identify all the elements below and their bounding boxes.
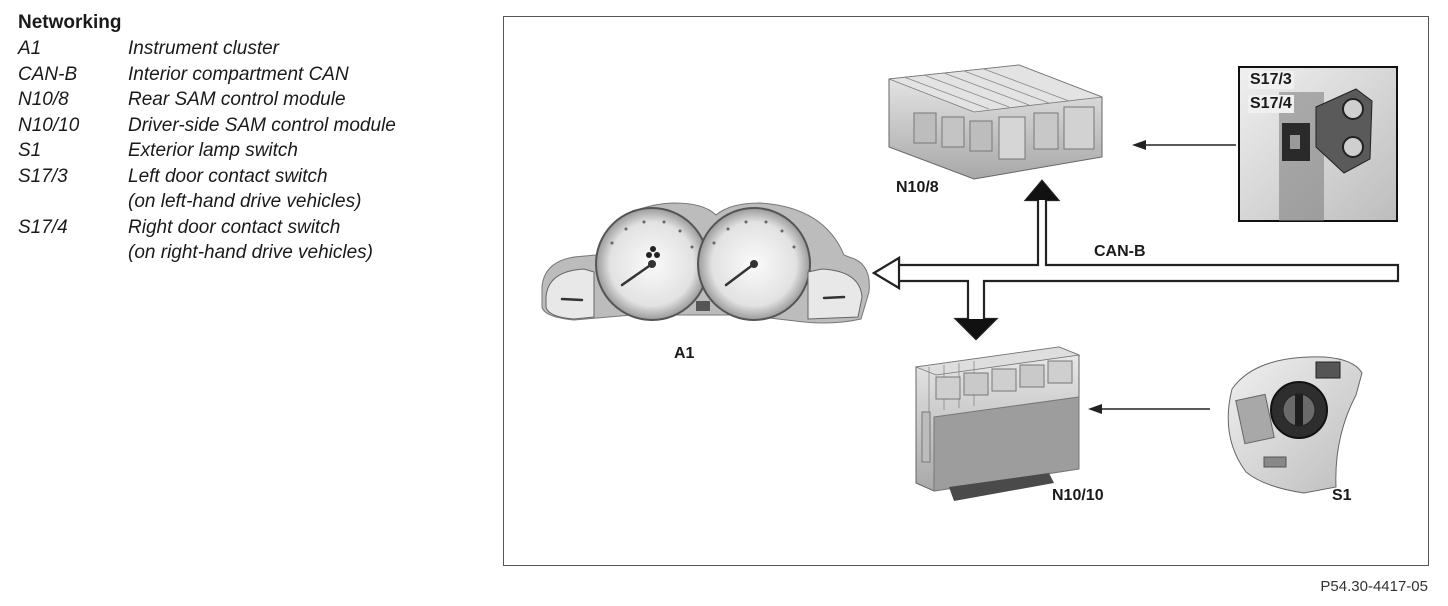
driver-sam-module-illustration bbox=[914, 346, 1081, 501]
legend-item-description: Right door contact switch (on right-hand … bbox=[128, 215, 488, 266]
legend-item-line: Exterior lamp switch bbox=[128, 140, 298, 161]
legend-item-code: S1 bbox=[18, 140, 42, 161]
door-contact-switch-photo bbox=[1238, 66, 1398, 222]
legend-item-code: S17/3 bbox=[18, 165, 68, 187]
legend-item-code: S17/4 bbox=[18, 216, 68, 238]
signal-arrow-s1-to-n10-10 bbox=[1088, 404, 1210, 414]
can-b-bus bbox=[871, 179, 1400, 341]
rear-sam-module-illustration bbox=[888, 64, 1103, 180]
legend-item-description: Driver-side SAM control module bbox=[128, 113, 488, 139]
legend-item-line: Instrument cluster bbox=[128, 38, 279, 59]
legend-item-line: Right door contact switch bbox=[128, 216, 341, 238]
legend-item-code: CAN-B bbox=[18, 63, 78, 85]
legend-item: S17/4 Right door contact switch (on right-… bbox=[18, 215, 488, 266]
label-n10-10: N10/10 bbox=[1052, 487, 1104, 504]
legend-item-code: N10/8 bbox=[18, 89, 69, 110]
network-diagram: N10/8 CAN-B S17/3 S17/4 A1 N10/10 S1 bbox=[503, 16, 1429, 566]
label-can-b: CAN-B bbox=[1094, 243, 1146, 260]
legend-title: Networking bbox=[18, 12, 122, 33]
label-a1: A1 bbox=[674, 345, 695, 362]
legend-item-description: Rear SAM control module bbox=[128, 87, 488, 113]
legend-item-description: Left door contact switch (on left-hand dr… bbox=[128, 164, 488, 215]
instrument-cluster-illustration bbox=[541, 202, 870, 324]
legend-item: S1 Exterior lamp switch bbox=[18, 138, 488, 164]
legend-item-line: (on left-hand drive vehicles) bbox=[128, 191, 362, 212]
diagram-canvas bbox=[541, 64, 1400, 501]
legend-item-description: Interior compartment CAN bbox=[128, 62, 488, 88]
label-s1: S1 bbox=[1332, 487, 1352, 504]
legend-item: S17/3 Left door contact switch (on left-ha… bbox=[18, 164, 488, 215]
signal-arrow-s17-to-n10-8 bbox=[1132, 140, 1236, 150]
exterior-lamp-switch-photo bbox=[1227, 356, 1363, 494]
legend-item: A1 Instrument cluster bbox=[18, 36, 488, 62]
legend-item: N10/8 Rear SAM control module bbox=[18, 87, 488, 113]
legend-item-line: Interior compartment CAN bbox=[128, 63, 349, 85]
legend-item-line: (on right-hand drive vehicles) bbox=[128, 242, 374, 263]
legend-item: N10/10 Driver-side SAM control module bbox=[18, 113, 488, 139]
legend-item-description: Exterior lamp switch bbox=[128, 138, 488, 164]
label-s17-3: S17/3 bbox=[1248, 71, 1294, 89]
legend-item-line: Rear SAM control module bbox=[128, 89, 346, 110]
legend-item-code: A1 bbox=[18, 38, 42, 59]
label-n10-8: N10/8 bbox=[896, 179, 939, 196]
legend-item: CAN-B Interior compartment CAN bbox=[18, 62, 488, 88]
legend-item-code: N10/10 bbox=[18, 114, 80, 136]
figure-id: P54.30-4417-05 bbox=[1320, 578, 1428, 595]
legend-item-description: Instrument cluster bbox=[128, 36, 488, 62]
label-s17-4: S17/4 bbox=[1248, 95, 1294, 113]
legend-item-line: Driver-side SAM control module bbox=[128, 114, 396, 136]
legend-item-line: Left door contact switch bbox=[128, 165, 328, 187]
